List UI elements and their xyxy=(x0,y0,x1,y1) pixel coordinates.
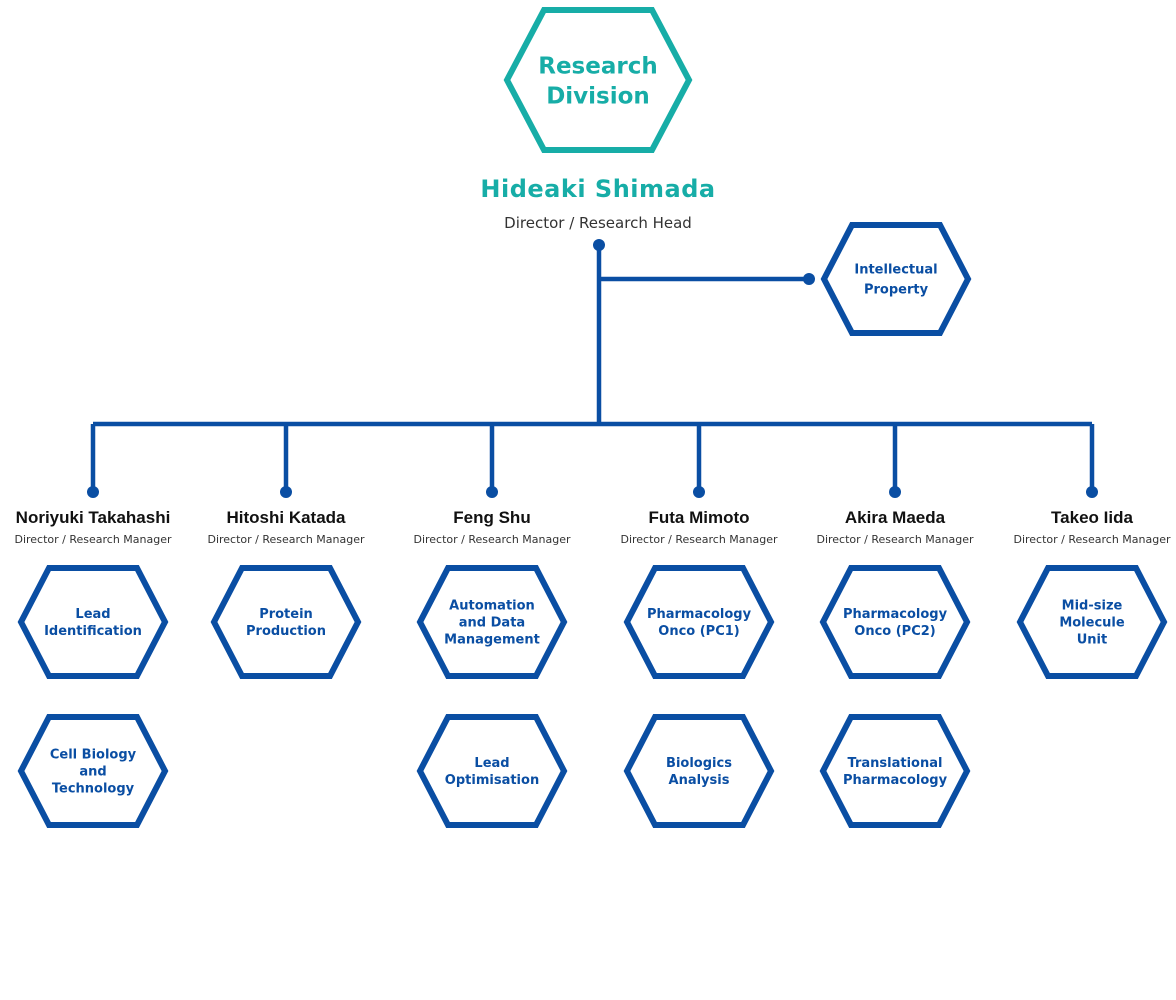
side-branch-dot xyxy=(803,273,815,285)
unit-label: Division xyxy=(546,83,650,109)
manager-connector-dot xyxy=(889,486,901,498)
manager-title: Director / Research Manager xyxy=(14,533,172,546)
head-name: Hideaki Shimada xyxy=(480,175,715,203)
unit-label: Management xyxy=(444,633,540,648)
manager-title: Director / Research Manager xyxy=(207,533,365,546)
unit-label: Translational xyxy=(848,756,943,771)
manager-connector-dot xyxy=(486,486,498,498)
translational-pharmacology-hexagon-shape xyxy=(819,714,971,828)
unit-label: Protein xyxy=(259,607,313,622)
unit-label: Cell Biology xyxy=(50,748,137,763)
biologics-analysis-hexagon-shape xyxy=(623,714,775,828)
unit-label: Technology xyxy=(52,782,135,797)
manager-name: Feng Shu xyxy=(453,508,530,527)
head-title: Director / Research Head xyxy=(504,214,692,232)
unit-label: Pharmacology xyxy=(843,607,948,622)
protein-production-hexagon-shape xyxy=(210,565,362,679)
pharmacology-onco-pc2-hexagon-shape xyxy=(819,565,971,679)
unit-label: Property xyxy=(864,283,929,298)
manager-name: Noriyuki Takahashi xyxy=(16,508,171,527)
manager-title: Director / Research Manager xyxy=(620,533,778,546)
unit-label: Identification xyxy=(44,624,142,639)
unit-label: Production xyxy=(246,624,326,639)
unit-label: Automation xyxy=(449,599,535,614)
unit-label: Intellectual xyxy=(854,263,937,278)
unit-label: Onco (PC1) xyxy=(658,624,739,639)
manager-name: Akira Maeda xyxy=(845,508,946,527)
unit-label: Unit xyxy=(1077,633,1107,648)
unit-label: Onco (PC2) xyxy=(854,624,935,639)
unit-label: Optimisation xyxy=(445,773,539,788)
manager-connector-dot xyxy=(693,486,705,498)
unit-label: Pharmacology xyxy=(647,607,752,622)
cell-biology-and-technology-hexagon-shape xyxy=(17,714,169,828)
unit-label: Research xyxy=(538,53,657,79)
lead-optimisation-hexagon-shape xyxy=(416,714,568,828)
lead-identification-hexagon-shape xyxy=(17,565,169,679)
intellectual-property-hexagon-shape xyxy=(820,222,972,336)
unit-label: Lead xyxy=(75,607,110,622)
manager-connector-dot xyxy=(280,486,292,498)
root-unit-hexagon-shape xyxy=(503,7,693,153)
unit-label: Biologics xyxy=(666,756,732,771)
unit-label: and Data xyxy=(459,616,525,631)
unit-label: and xyxy=(79,765,106,780)
pharmacology-onco-pc1-hexagon-shape xyxy=(623,565,775,679)
unit-label: Lead xyxy=(474,756,509,771)
unit-label: Pharmacology xyxy=(843,773,948,788)
unit-label: Molecule xyxy=(1059,616,1125,631)
manager-title: Director / Research Manager xyxy=(1013,533,1171,546)
unit-label: Mid-size xyxy=(1062,599,1123,614)
manager-connector-dot xyxy=(87,486,99,498)
manager-name: Futa Mimoto xyxy=(648,508,749,527)
manager-title: Director / Research Manager xyxy=(816,533,974,546)
manager-name: Takeo Iida xyxy=(1051,508,1133,527)
manager-title: Director / Research Manager xyxy=(413,533,571,546)
mid-size-molecule-unit-hexagon-shape xyxy=(1016,565,1168,679)
unit-label: Analysis xyxy=(669,773,730,788)
manager-name: Hitoshi Katada xyxy=(226,508,346,527)
automation-and-data-management-hexagon-shape xyxy=(416,565,568,679)
manager-connector-dot xyxy=(1086,486,1098,498)
